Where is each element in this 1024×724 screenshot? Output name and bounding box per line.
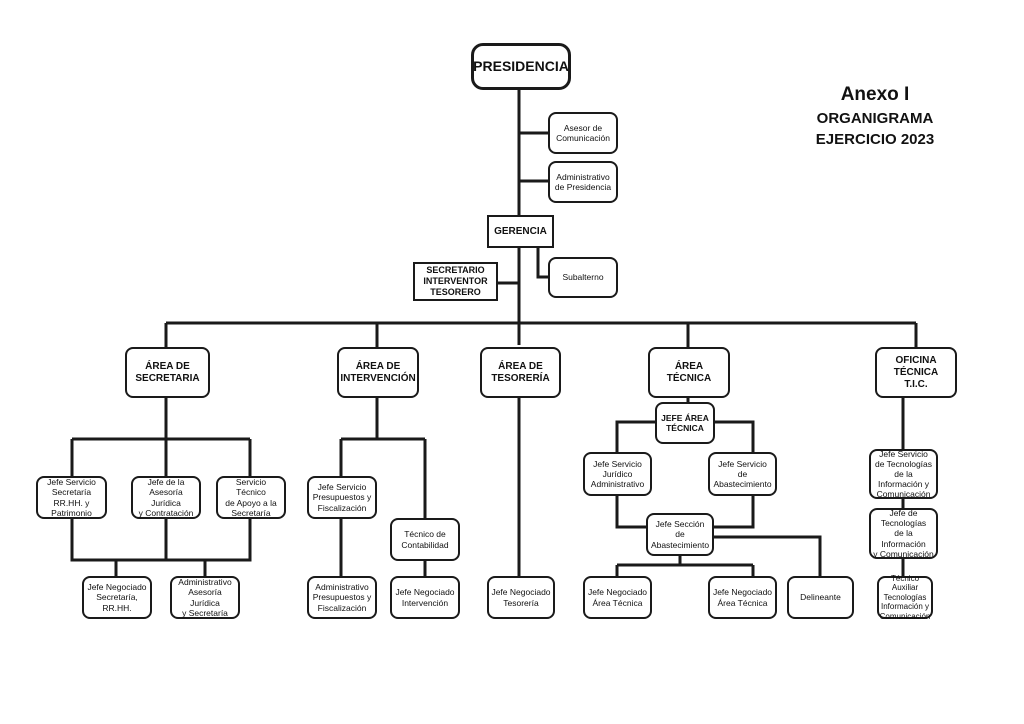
box-jefe-servicio-juridico: Jefe Servicio Jurídico Administrativo [583, 452, 652, 496]
box-administrativo-presupuestos: Administrativo Presupuestos y Fiscalizac… [307, 576, 377, 619]
box-asesor-comunicacion: Asesor de Comunicación [548, 112, 618, 154]
box-presidencia: PRESIDENCIA [471, 43, 571, 90]
box-jefe-servicio-abastecimiento: Jefe Servicio de Abastecimiento [708, 452, 777, 496]
chart-year: EJERCICIO 2023 [815, 131, 935, 148]
box-jefe-negociado-secretaria: Jefe Negociado Secretaría, RR.HH. [82, 576, 152, 619]
box-subalterno: Subalterno [548, 257, 618, 298]
box-jefe-negociado-tecnica-2: Jefe Negociado Área Técnica [708, 576, 777, 619]
box-secretario-interventor: SECRETARIO INTERVENTOR TESORERO [413, 262, 498, 301]
box-area-tecnica: ÁREA TÉCNICA [648, 347, 730, 398]
box-jefe-tecnologias: Jefe de Tecnologías de la Información y … [869, 508, 938, 559]
box-jefe-negociado-intervencion: Jefe Negociado Intervención [390, 576, 460, 619]
box-jefe-asesoria-juridica: Jefe de la Asesoría Jurídica y Contratac… [131, 476, 201, 519]
box-administrativo-presidencia: Administrativo de Presidencia [548, 161, 618, 203]
box-tecnico-contabilidad: Técnico de Contabilidad [390, 518, 460, 561]
box-administrativo-asesoria: Administrativo Asesoría Jurídica y Secre… [170, 576, 240, 619]
box-oficina-tic: OFICINA TÉCNICA T.I.C. [875, 347, 957, 398]
box-jefe-negociado-tesoreria: Jefe Negociado Tesorería [487, 576, 555, 619]
box-servicio-tecnico-secretaria: Servicio Técnico de Apoyo a la Secretarí… [216, 476, 286, 519]
box-area-tesoreria: ÁREA DE TESORERÍA [480, 347, 561, 398]
box-delineante: Delineante [787, 576, 854, 619]
box-gerencia: GERENCIA [487, 215, 554, 248]
box-jefe-seccion-abastecimiento: Jefe Sección de Abastecimiento [646, 513, 714, 556]
box-area-secretaria: ÁREA DE SECRETARIA [125, 347, 210, 398]
chart-title: ORGANIGRAMA [816, 110, 934, 127]
box-tecnico-auxiliar-tic: Técnico Auxiliar Tecnologías Información… [877, 574, 933, 621]
annex-label: Anexo I [840, 84, 910, 105]
box-jefe-area-tecnica: JEFE ÁREA TÉCNICA [655, 402, 715, 444]
box-area-intervencion: ÁREA DE INTERVENCIÓN [337, 347, 419, 398]
box-jefe-servicio-tic: Jefe Servicio de Tecnologías de la Infor… [869, 449, 938, 499]
box-jefe-servicio-presupuestos: Jefe Servicio Presupuestos y Fiscalizaci… [307, 476, 377, 519]
box-jefe-servicio-secretaria: Jefe Servicio Secretaría RR.HH. y Patrim… [36, 476, 107, 519]
box-jefe-negociado-tecnica-1: Jefe Negociado Área Técnica [583, 576, 652, 619]
